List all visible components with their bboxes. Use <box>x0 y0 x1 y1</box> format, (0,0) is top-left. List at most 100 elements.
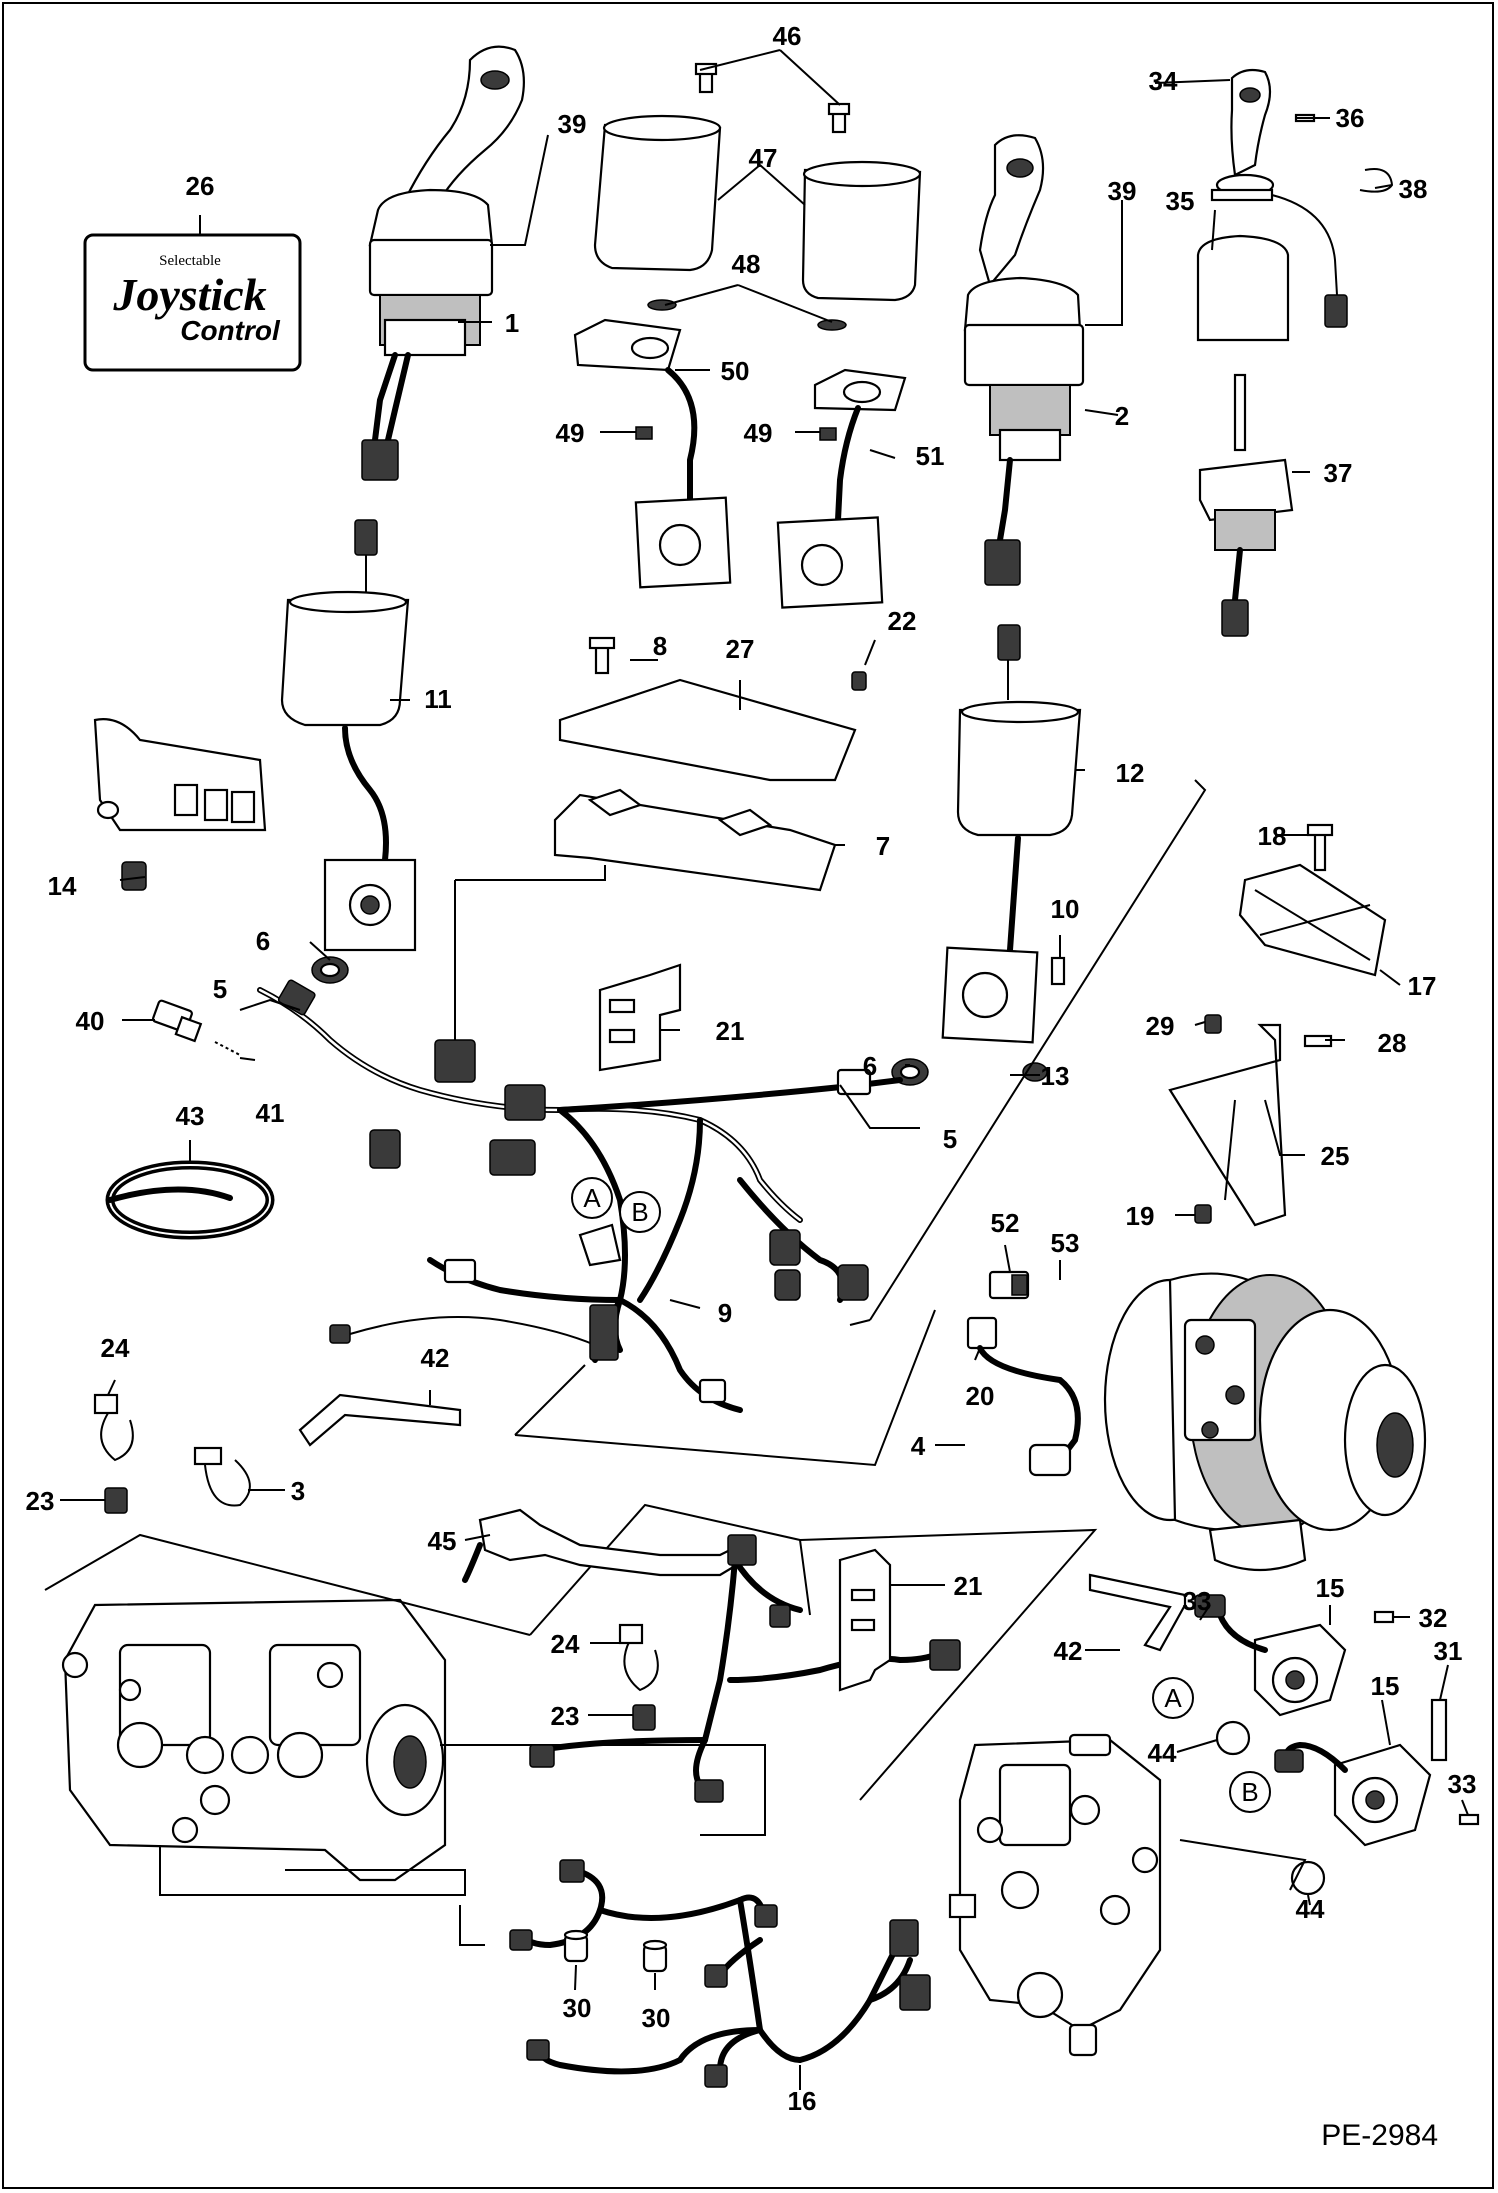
callout-21-lower: 21 <box>954 1571 983 1601</box>
connector-40 <box>152 999 241 1056</box>
clamp-3 <box>193 1446 251 1507</box>
callout-7: 7 <box>876 831 890 861</box>
clip-23-upper <box>104 1487 128 1514</box>
ref-b-lower: B <box>1241 1777 1258 1807</box>
ref-b-upper: B <box>631 1197 648 1227</box>
callout-53: 53 <box>1051 1228 1080 1258</box>
left-joystick-assembly <box>354 45 525 600</box>
callout-14: 14 <box>48 871 77 901</box>
callout-29: 29 <box>1146 1011 1175 1041</box>
callout-32: 32 <box>1419 1603 1448 1633</box>
right-joystick-assembly <box>963 134 1085 700</box>
callout-5-left: 5 <box>213 974 227 1004</box>
callout-10: 10 <box>1051 894 1080 924</box>
callout-labels: 26 39 1 46 47 48 50 49 49 51 2 39 34 36 … <box>26 21 1477 2116</box>
left-upper-boot-47 <box>593 62 722 272</box>
callout-40: 40 <box>76 1006 105 1036</box>
right-upper-boot-47 <box>801 102 922 302</box>
leader-controller <box>455 865 606 881</box>
hex-key-42-upper <box>298 1393 462 1447</box>
callout-44-upper: 44 <box>1148 1738 1177 1768</box>
callout-52: 52 <box>991 1208 1020 1238</box>
callout-19: 19 <box>1126 1201 1155 1231</box>
ref-a-lower: A <box>1164 1683 1182 1713</box>
callout-11: 11 <box>424 684 452 714</box>
callout-43: 43 <box>176 1101 205 1131</box>
solenoid-15-lower <box>1274 1698 1480 1847</box>
decal-control-text: Control <box>180 315 281 346</box>
callout-41: 41 <box>256 1098 285 1128</box>
leader-panel-17 <box>869 779 1207 1321</box>
callout-6-left: 6 <box>256 926 270 956</box>
callout-2: 2 <box>1115 401 1129 431</box>
callout-1: 1 <box>505 308 519 338</box>
clamp-24-lower <box>618 1623 659 1692</box>
callout-9: 9 <box>718 1298 732 1328</box>
pedal-bracket-50 <box>573 318 732 589</box>
cap-30-left <box>563 1929 589 1963</box>
callout-38: 38 <box>1399 174 1428 204</box>
callout-6-right: 6 <box>863 1051 877 1081</box>
leader-panel-17b <box>849 1319 871 1326</box>
callout-5-right: 5 <box>943 1124 957 1154</box>
callout-33-upper: 33 <box>1183 1586 1212 1616</box>
lower-sheet-left <box>459 1905 485 1946</box>
callout-8: 8 <box>653 631 667 661</box>
leader-motor-sheet <box>514 1309 936 1467</box>
callout-20: 20 <box>966 1381 995 1411</box>
callout-3: 3 <box>291 1476 305 1506</box>
sensor-20 <box>966 1316 1081 1477</box>
clamp-24-upper <box>93 1393 134 1462</box>
solenoid-15-upper <box>1194 1594 1395 1717</box>
joystick-control-decal: Selectable Joystick Control <box>83 233 302 372</box>
callout-13: 13 <box>1041 1061 1070 1091</box>
callout-49-right: 49 <box>744 418 773 448</box>
pedal-bracket-51 <box>776 368 907 609</box>
callout-23-upper: 23 <box>26 1486 55 1516</box>
callout-48: 48 <box>732 249 761 279</box>
bracket-25 <box>1168 1014 1333 1227</box>
callout-25: 25 <box>1321 1141 1350 1171</box>
callout-27: 27 <box>726 634 755 664</box>
callout-39-right: 39 <box>1108 176 1137 206</box>
cap-30-right <box>642 1939 668 1973</box>
callout-15-upper: 15 <box>1316 1573 1345 1603</box>
callout-33-lower: 33 <box>1448 1769 1477 1799</box>
callout-23-lower: 23 <box>551 1701 580 1731</box>
pump-harness-45 <box>462 1508 961 1803</box>
callout-21-upper: 21 <box>716 1016 745 1046</box>
mount-panel-17 <box>1238 823 1387 977</box>
callout-47: 47 <box>749 143 778 173</box>
callout-44-lower: 44 <box>1296 1894 1325 1924</box>
callout-42-upper: 42 <box>421 1343 450 1373</box>
callout-49-left: 49 <box>556 418 585 448</box>
valve-sheet <box>1179 1839 1307 1891</box>
decal-joystick-text: Joystick <box>112 269 266 320</box>
harness-bracket-21-lower <box>838 1548 892 1692</box>
hex-key-42-lower <box>1088 1573 1187 1652</box>
callout-26: 26 <box>186 171 215 201</box>
right-boot <box>941 700 1082 1082</box>
controller-module-7 <box>553 788 837 892</box>
document-id: PE-2984 <box>1321 2119 1438 2152</box>
harness-16 <box>509 1859 931 2088</box>
drive-motor <box>1103 1272 1427 1572</box>
callout-34: 34 <box>1149 66 1178 96</box>
clip-23-lower <box>632 1704 656 1731</box>
control-valve <box>948 1733 1162 2057</box>
callout-36: 36 <box>1336 103 1365 133</box>
callout-24-lower: 24 <box>551 1629 580 1659</box>
callout-30-left: 30 <box>563 1993 592 2023</box>
harness-bracket-21-upper <box>598 963 682 1072</box>
callout-leaders <box>60 49 1469 2090</box>
callout-42-lower: 42 <box>1054 1636 1083 1666</box>
harness-sheet-top <box>529 1503 811 1636</box>
pump-sheet-top <box>44 1533 531 1636</box>
o-ring-44-upper <box>1215 1720 1251 1756</box>
bracket-14 <box>93 718 267 891</box>
harness-sheet-side <box>799 1528 1098 1801</box>
joystick-harness-9 <box>257 979 903 1413</box>
callout-35: 35 <box>1166 186 1195 216</box>
leader-motor-sheet-b <box>514 1364 586 1436</box>
callout-4: 4 <box>911 1431 926 1461</box>
